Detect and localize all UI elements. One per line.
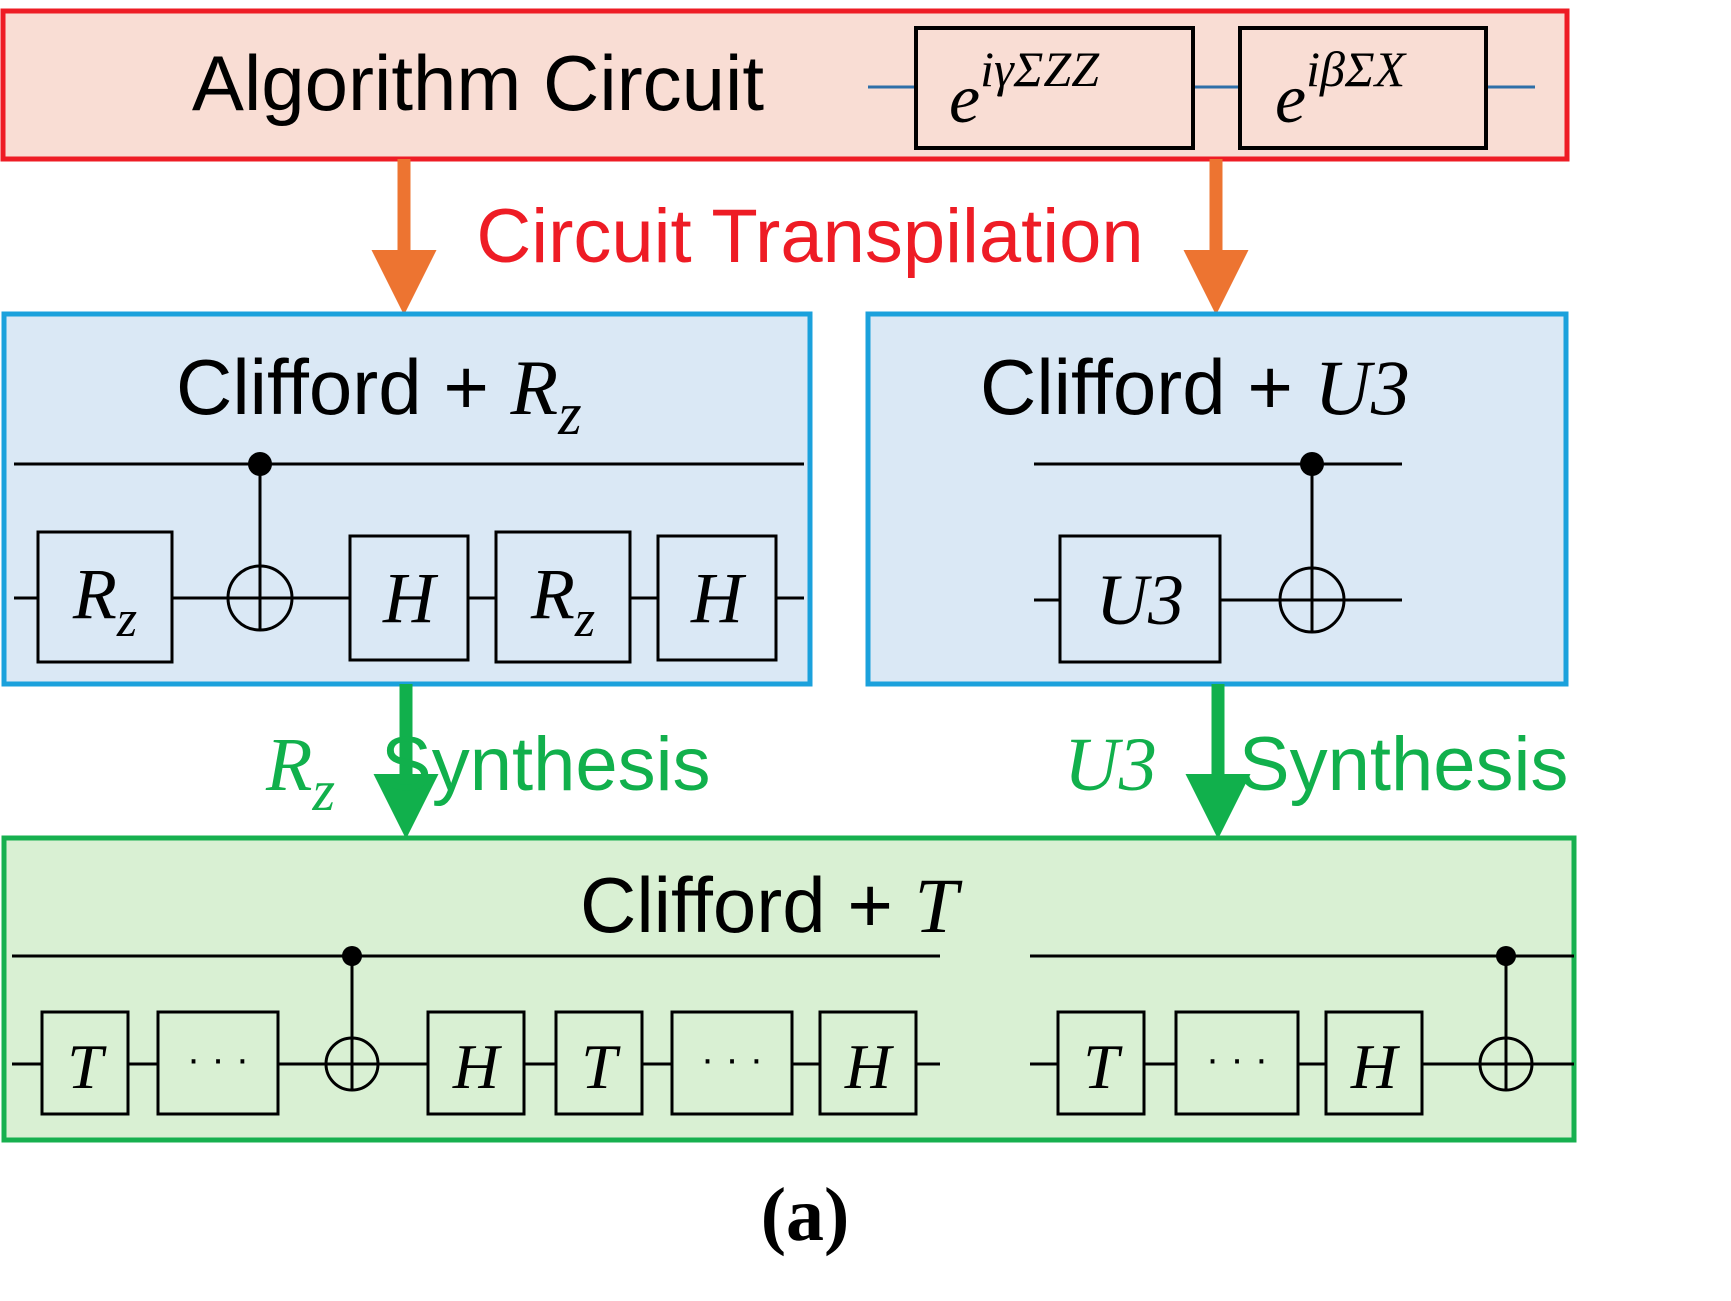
t-left-gate-ellipsis2 (670, 1010, 794, 1116)
t-left-gate-h2 (818, 1010, 918, 1116)
t-left-gate-t2-label: T (581, 1031, 621, 1102)
t-left-gate-ellipsis1 (156, 1010, 280, 1116)
h-gate-2-label: H (690, 558, 747, 638)
t-left-gate-t1 (40, 1010, 130, 1116)
t-left-cnot-control-dot (342, 946, 362, 966)
transpilation-label: Circuit Transpilation (476, 194, 1143, 279)
figure-caption: (a) (761, 1173, 850, 1257)
rz-gate-1 (36, 530, 174, 664)
u3-gate-label: U3 (1096, 560, 1184, 640)
x-gate-label: eiβΣX (1275, 41, 1408, 138)
rz-gate-2 (494, 530, 632, 664)
t-left-gate-ellipsis2-label: · · · (701, 1037, 763, 1081)
t-left-gate-ellipsis1-label: · · · (187, 1037, 249, 1081)
t-right-cnot-control-dot (1496, 946, 1516, 966)
clifford-rz-title: Clifford + Rz (176, 343, 582, 447)
t-right-gate-ellipsis (1174, 1010, 1300, 1116)
h-gate-1 (348, 534, 470, 662)
t-right-gate-ellipsis-label: · · · (1206, 1037, 1268, 1081)
t-left-gate-h1-label: H (452, 1031, 503, 1102)
t-left-gate-t2 (554, 1010, 644, 1116)
x-evolution-gate (1238, 26, 1488, 150)
t-left-gate-h1 (426, 1010, 526, 1116)
rz-gate-1-label: Rz (72, 554, 137, 648)
algorithm-circuit-title: Algorithm Circuit (192, 39, 764, 127)
u3-cnot-control-dot (1300, 452, 1324, 476)
t-right-gate-h (1324, 1010, 1424, 1116)
zz-gate-label: eiγΣZZ (949, 41, 1100, 138)
rz-gate-2-label: Rz (530, 554, 595, 648)
t-left-gate-h2-label: H (844, 1031, 895, 1102)
u3-gate (1058, 534, 1222, 664)
zz-evolution-gate (914, 26, 1195, 150)
clifford-u3-title: Clifford + U3 (980, 343, 1410, 431)
rz-cnot-control-dot (248, 452, 272, 476)
clifford-t-title: Clifford + T (580, 861, 963, 949)
t-left-gate-t1-label: T (67, 1031, 107, 1102)
t-right-gate-h-label: H (1350, 1031, 1401, 1102)
t-right-gate-t (1056, 1010, 1146, 1116)
t-right-gate-t-label: T (1083, 1031, 1123, 1102)
h-gate-1-label: H (382, 558, 439, 638)
h-gate-2 (656, 534, 778, 662)
